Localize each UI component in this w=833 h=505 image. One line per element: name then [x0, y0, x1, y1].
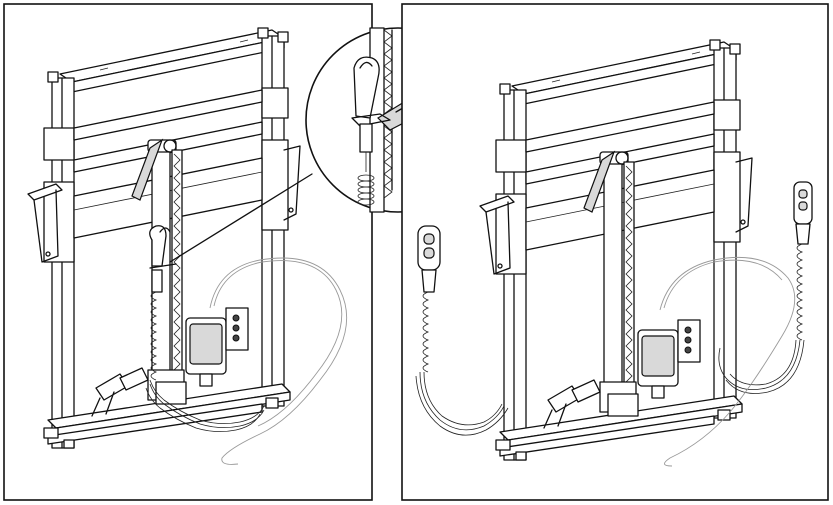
coiled-cord-hand-right: [718, 243, 805, 394]
hand-control-hooked: [149, 225, 177, 293]
coiled-cord-left: [145, 291, 265, 432]
power-cable-right: [659, 256, 796, 467]
callout-leader: [169, 173, 313, 263]
coiled-cord-hand-left: [415, 291, 509, 436]
hand-control-right: [793, 181, 813, 245]
power-cable-left: [209, 257, 348, 465]
hand-control-left: [417, 225, 441, 293]
after-panel: [401, 3, 829, 501]
before-panel: [3, 3, 373, 501]
coiled-cord-detail: [357, 152, 375, 206]
